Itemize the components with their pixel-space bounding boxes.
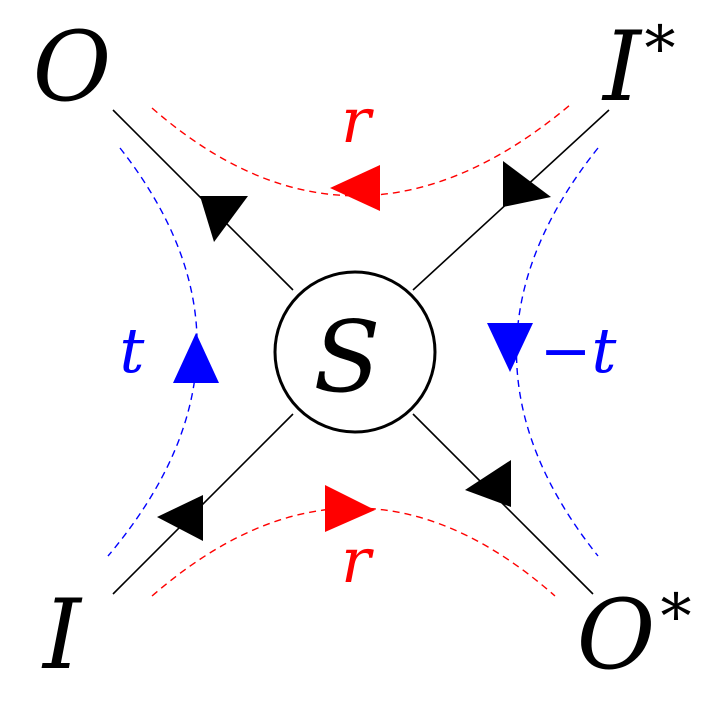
arrow-top-right-icon <box>503 161 551 207</box>
port-label-bottom-right: O * <box>577 579 692 691</box>
coefficient-top: r <box>341 84 374 157</box>
port-label-bottom-right-sup: * <box>661 580 692 653</box>
port-label-top-left: O <box>33 11 112 123</box>
port-label-top-right-main: I <box>601 11 643 123</box>
port-label-bottom-left: I <box>41 579 83 691</box>
reflection-arrows <box>325 165 380 532</box>
port-label-top-right-sup: * <box>645 12 676 85</box>
coefficient-right: −t <box>540 314 617 387</box>
arrow-bottom-right-icon <box>465 460 511 507</box>
scatterer-label: S <box>313 301 380 415</box>
arrow-bottom-left-icon <box>157 495 203 541</box>
port-label-top-right: I * <box>601 11 675 123</box>
arrow-transmission-right-icon <box>487 323 533 372</box>
transmission-arrows <box>173 323 533 383</box>
line-arrows <box>157 161 551 541</box>
arrow-reflection-bottom-icon <box>325 485 375 532</box>
arrow-top-left-icon <box>200 196 248 242</box>
coefficient-bottom: r <box>341 524 374 597</box>
coefficient-left: t <box>120 314 145 387</box>
arrow-reflection-top-icon <box>330 165 380 211</box>
arrow-transmission-left-icon <box>173 333 219 383</box>
port-label-bottom-right-main: O <box>577 579 656 691</box>
scatterer-circle <box>273 270 437 434</box>
